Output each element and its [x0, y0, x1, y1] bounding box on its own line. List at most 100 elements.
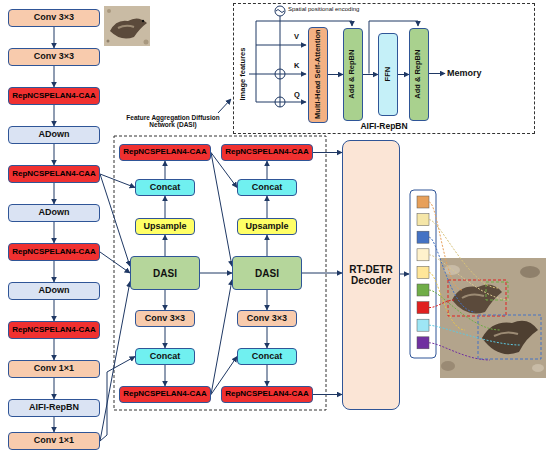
drawing-part — [276, 10, 284, 13]
drawing-part — [441, 361, 455, 371]
adown-block: ADown — [8, 126, 100, 144]
drawing-part — [275, 69, 285, 79]
drawing-part — [256, 102, 275, 103]
network-title: Feature Aggregation Diffusion Network (D… — [114, 114, 232, 129]
connector — [211, 153, 232, 267]
drawing-part — [256, 74, 275, 75]
connector — [363, 74, 378, 75]
drawing-part — [118, 26, 134, 28]
drawing-part — [478, 315, 541, 359]
encoding-label: Spatial positional encoding — [288, 6, 359, 13]
node-text: Conv 1×1 — [34, 436, 74, 446]
drawing-part — [532, 364, 544, 372]
node-text: Conv 3×3 — [34, 13, 74, 23]
connector — [54, 222, 55, 243]
drawing-part — [520, 266, 540, 278]
ffn-block: FFN — [378, 33, 398, 116]
connector — [211, 280, 232, 395]
connector — [54, 339, 55, 360]
drawing-part — [417, 266, 429, 278]
concat-block: Concat — [135, 348, 195, 365]
node-text: Concat — [150, 352, 181, 362]
connector — [54, 105, 55, 126]
node-text: Conv 1×1 — [34, 364, 74, 374]
connector — [165, 161, 166, 179]
node-text: ADown — [39, 130, 70, 140]
drawing-part — [452, 284, 502, 313]
upsample-block: Upsample — [237, 218, 297, 235]
node-text: AIFI-RepBN — [29, 403, 79, 413]
connector — [267, 327, 268, 348]
drawing-part — [440, 258, 546, 378]
drawing-part — [275, 69, 285, 79]
concat-block: Concat — [237, 179, 297, 196]
drawing-part — [400, 274, 409, 275]
connector — [100, 174, 135, 188]
node-text: RT-DETR Decoder — [346, 264, 396, 286]
dasi-block: DASI — [130, 256, 200, 290]
node-text: RepNCSPELAN4-CAA — [123, 148, 207, 157]
drawing-part — [275, 97, 285, 107]
node-text: Conv 3×3 — [247, 314, 287, 324]
drawing-part — [429, 220, 498, 288]
node-text: Concat — [252, 183, 283, 193]
input-label: Image features — [239, 48, 248, 101]
conv-block: Conv 3×3 — [237, 310, 297, 327]
node-text: RepNCSPELAN4-CAA — [225, 148, 309, 157]
connector — [267, 196, 268, 218]
input-photo — [104, 6, 150, 46]
drawing-part — [104, 6, 150, 46]
connector — [165, 290, 166, 310]
connector — [54, 27, 55, 48]
drawing-part — [429, 300, 455, 308]
drawing-part — [417, 319, 429, 331]
drawing-part — [249, 74, 256, 75]
node-text: Upsample — [245, 222, 288, 232]
repncspelan4-block: RepNCSPELAN4-CAA — [221, 386, 313, 403]
drawing-part — [110, 18, 147, 38]
drawing-part — [417, 214, 429, 226]
drawing-part — [285, 74, 306, 75]
dasi-block: DASI — [232, 256, 302, 290]
drawing-part — [142, 20, 144, 22]
node-text: Add & RepBN — [415, 50, 423, 99]
repncspelan4-block: RepNCSPELAN4-CAA — [119, 386, 211, 403]
add-norm-block: Add & RepBN — [409, 28, 429, 121]
query-label: Q — [294, 91, 300, 100]
output-panel — [400, 190, 436, 358]
node-text: ADown — [39, 286, 70, 296]
decoder-block: RT-DETR Decoder — [342, 140, 400, 410]
drawing-part — [417, 302, 429, 314]
node-text: Conv 3×3 — [145, 314, 185, 324]
pointer-arrow — [218, 99, 231, 113]
node-text: RepNCSPELAN4-CAA — [12, 92, 96, 101]
drawing-part — [429, 237, 475, 312]
connector — [165, 196, 166, 218]
conv-block: Conv 3×3 — [135, 310, 195, 327]
conv-block: Conv 3×3 — [8, 9, 100, 27]
drawing-part — [275, 97, 285, 107]
upsample-block: Upsample — [135, 218, 195, 235]
drawing-part — [417, 196, 429, 208]
repncspelan4-block: RepNCSPELAN4-CAA — [119, 144, 211, 161]
drawing-part — [417, 337, 429, 349]
node-text: RepNCSPELAN4-CAA — [123, 390, 207, 399]
connector — [165, 327, 166, 348]
drawing-part — [429, 343, 490, 360]
connector — [165, 365, 166, 386]
node-text: FFN — [384, 67, 392, 82]
drawing-part — [417, 249, 429, 261]
connector — [54, 261, 55, 282]
connector — [100, 174, 130, 266]
drawing-part — [417, 231, 429, 243]
key-label: K — [294, 62, 299, 71]
connector — [302, 273, 342, 274]
node-text: DASI — [255, 268, 279, 279]
connector — [267, 365, 268, 386]
drawing-part — [256, 21, 257, 102]
drawing-part — [417, 284, 429, 296]
link-curves — [429, 202, 520, 360]
node-text: AIFI-RepBN — [234, 122, 534, 131]
node-text: DASI — [153, 268, 177, 279]
